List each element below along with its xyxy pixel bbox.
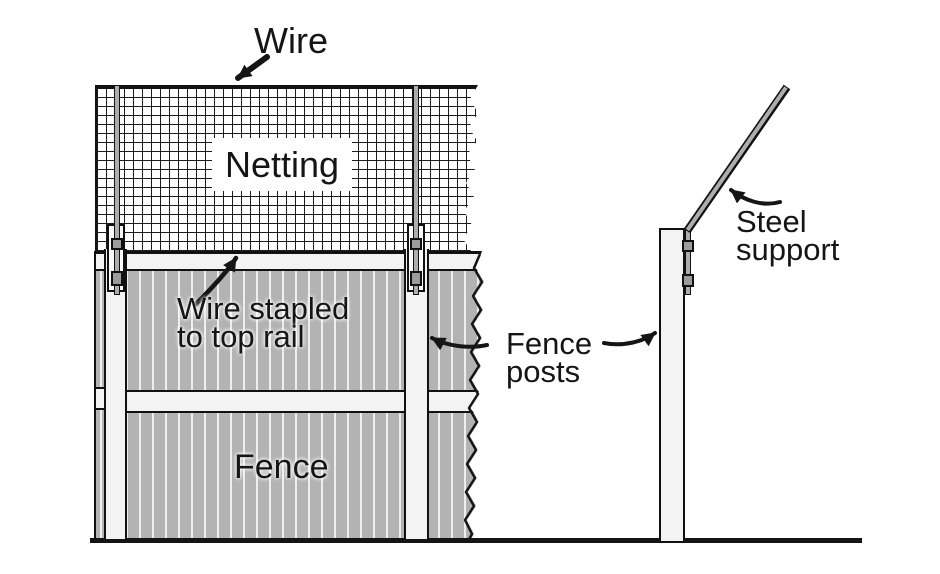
fence-posts-right-arrow <box>602 331 657 347</box>
wire-stake-left <box>114 85 120 295</box>
steel-support-label-line2: support <box>736 232 840 267</box>
stake-clamp <box>111 271 123 286</box>
netting-label: Netting <box>212 138 352 191</box>
stake-clamp <box>111 238 123 250</box>
wire-stapled-label-line1: Wire stapled <box>177 291 350 326</box>
support-clamp <box>682 240 694 252</box>
support-clamp <box>682 274 694 287</box>
steel-support-label: Steel support <box>736 204 840 267</box>
fence-post-left <box>104 249 127 539</box>
support-post <box>659 228 685 543</box>
steel-support-arrow <box>729 188 782 206</box>
top-rail <box>96 251 484 271</box>
wire-stake-right <box>413 85 419 295</box>
middle-rail <box>106 390 484 413</box>
ground-line <box>90 538 862 543</box>
stake-clamp <box>410 238 422 250</box>
stake-clamp <box>410 271 422 286</box>
fence-label: Fence <box>234 448 329 486</box>
fence-posts-label: Fence posts <box>506 326 593 389</box>
wire-stapled-label-line2: to top rail <box>177 319 305 354</box>
fence-posts-label-line2: posts <box>506 354 581 389</box>
wire-stapled-label: Wire stapled to top rail <box>177 291 350 354</box>
fence-posts-label-line1: Fence <box>506 326 593 361</box>
steel-support-label-line1: Steel <box>736 204 807 239</box>
wire-label: Wire <box>254 20 328 61</box>
fence-post-right <box>404 249 429 539</box>
